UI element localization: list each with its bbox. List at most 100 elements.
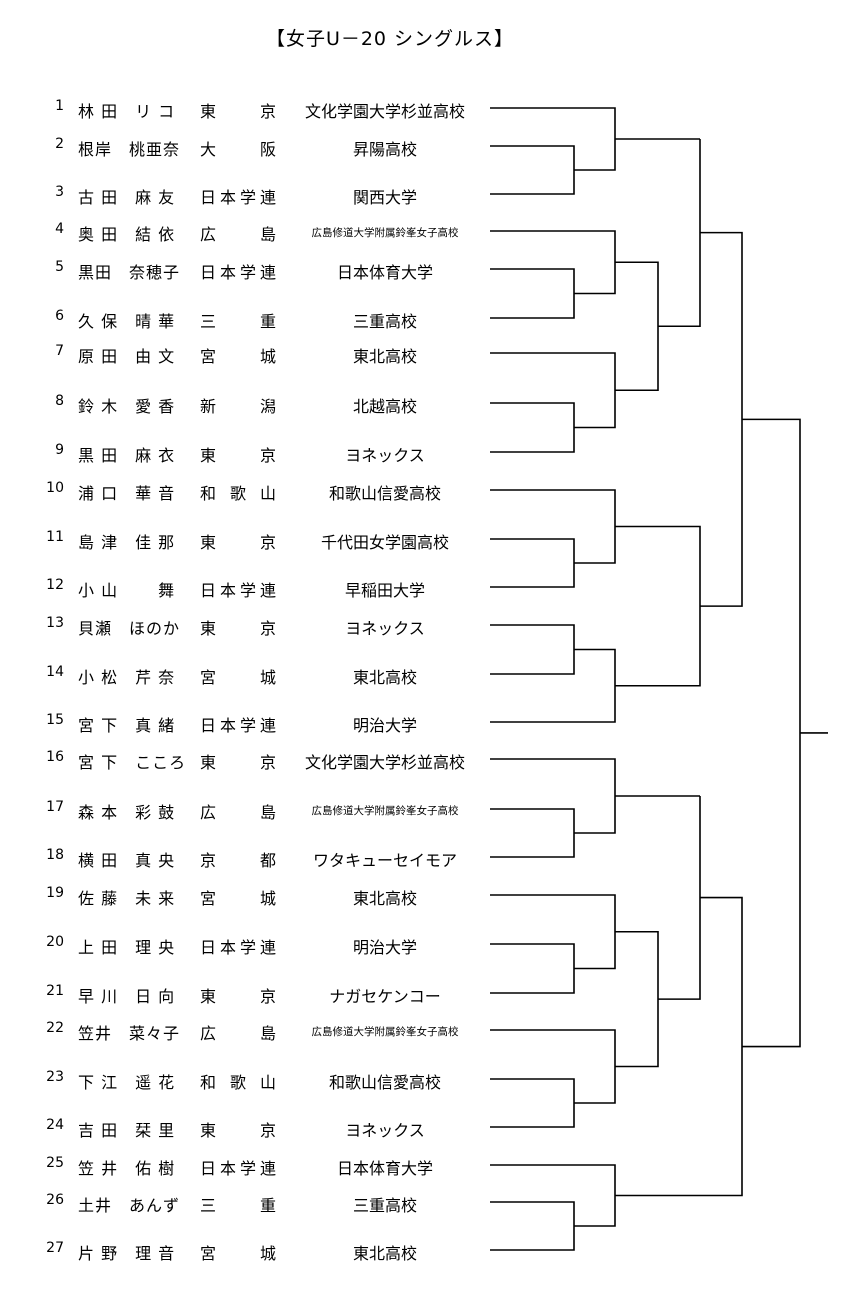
player-prefecture: 東京: [200, 987, 276, 1006]
bracket-connector: [615, 525, 701, 687]
seed-number: 25: [46, 1155, 64, 1171]
player-affiliation: 三重高校: [352, 312, 417, 331]
player-name: 久 保 晴 華: [78, 312, 176, 331]
player-prefecture: 日本学連: [200, 581, 276, 600]
player-prefecture: 和歌山: [200, 484, 276, 503]
page-title: 【女子U－20 シングルス】: [265, 28, 515, 50]
seed-number: 12: [46, 577, 64, 593]
bracket-connector: [742, 418, 801, 1048]
list-item: 6 久 保 晴 華 三重 三重高校: [0, 306, 490, 331]
player-affiliation: 千代田女学園高校: [320, 533, 449, 552]
seed-number: 10: [46, 480, 64, 496]
bracket-connector: [615, 261, 659, 392]
player-prefecture: 和歌山: [200, 1073, 276, 1092]
bracket-connector: [574, 758, 616, 834]
bracket-connector: [490, 1078, 575, 1128]
seed-number: 6: [55, 308, 64, 324]
player-name: 島 津 佳 那: [78, 533, 176, 552]
player-affiliation: 昇陽高校: [352, 140, 417, 159]
seed-number: 26: [46, 1192, 64, 1208]
list-item: 2 根岸 桃亜奈大阪 昇陽高校: [0, 134, 490, 159]
seed-number: 9: [55, 442, 64, 458]
player-name: 黒田 奈穂子: [78, 263, 181, 282]
player-name: 鈴 木 愛 香: [78, 397, 176, 416]
bracket-connector: [658, 139, 701, 328]
player-name: 黒 田 麻 衣: [78, 446, 176, 465]
player-name: 片 野 理 音: [78, 1244, 176, 1263]
bracket-connector: [490, 538, 575, 588]
player-prefecture: 三重: [200, 1196, 276, 1215]
player-affiliation: 文化学園大学杉並高校: [304, 753, 465, 772]
player-name: 下 江 遥 花: [78, 1073, 176, 1092]
seed-number: 18: [46, 847, 64, 863]
bracket-connector: [574, 489, 616, 564]
player-prefecture: 東京: [200, 753, 276, 772]
list-item: 16 宮 下 こころ東京 文化学園大学杉並高校: [0, 747, 490, 772]
seed-number: 7: [55, 343, 64, 359]
player-name: 森 本 彩 鼓: [78, 803, 176, 822]
bracket-connector: [490, 624, 575, 675]
bracket-connector: [658, 796, 701, 1000]
player-affiliation: ヨネックス: [345, 1121, 425, 1140]
seed-number: 19: [46, 885, 64, 901]
player-name: 貝瀬 ほのか: [78, 619, 181, 638]
seed-number: 22: [46, 1020, 64, 1036]
player-affiliation: 東北高校: [352, 1244, 417, 1263]
player-affiliation: 東北高校: [352, 668, 417, 687]
bracket-connector: [700, 231, 743, 607]
player-affiliation: 日本体育大学: [336, 263, 433, 282]
player-prefecture: 東京: [200, 102, 276, 121]
seed-number: 2: [55, 136, 64, 152]
player-name: 根岸 桃亜奈: [78, 140, 181, 159]
bracket-connector: [574, 230, 616, 295]
player-name: 林 田 リ コ: [78, 102, 176, 121]
player-prefecture: 日本学連: [200, 1159, 276, 1178]
seed-number: 13: [46, 615, 64, 631]
bracket-connector: [574, 1029, 616, 1104]
player-prefecture: 東京: [200, 1121, 276, 1140]
player-prefecture: 大阪: [200, 140, 276, 159]
player-affiliation: 早稲田大学: [344, 581, 425, 600]
player-prefecture: 京都: [200, 851, 276, 870]
bracket-connector: [490, 808, 575, 858]
seed-number: 17: [46, 799, 64, 815]
player-affiliation: 日本体育大学: [336, 1159, 433, 1178]
bracket-connector: [490, 943, 575, 994]
player-affiliation: 関西大学: [352, 188, 417, 207]
player-prefecture: 日本学連: [200, 716, 276, 735]
seed-number: 1: [55, 98, 64, 114]
player-prefecture: 三重: [200, 312, 276, 331]
seed-number: 16: [46, 749, 64, 765]
player-name: 古 田 麻 友: [78, 188, 176, 207]
player-affiliation: 明治大学: [352, 938, 417, 957]
player-affiliation: 文化学園大学杉並高校: [304, 102, 465, 121]
seed-number: 4: [55, 221, 64, 237]
seed-number: 11: [46, 529, 64, 545]
bracket-connector: [574, 107, 616, 171]
seed-number: 21: [46, 983, 64, 999]
player-name: 土井 あんず: [78, 1196, 181, 1215]
list-item: 1 林 田 リ コ 東京 文化学園大学杉並高校: [0, 96, 490, 121]
seed-number: 27: [46, 1240, 64, 1256]
player-name: 宮 下 こころ: [78, 753, 187, 772]
player-affiliation: 東北高校: [352, 347, 417, 366]
player-name: 原 田 由 文: [78, 347, 176, 366]
bracket-connector: [574, 352, 616, 429]
player-name: 浦 口 華 音: [78, 484, 176, 503]
player-affiliation: 広島修道大学附属鈴峯女子高校: [311, 1026, 459, 1038]
bracket-connector: [574, 894, 616, 970]
player-affiliation: ナガセケンコー: [329, 987, 441, 1006]
player-affiliation: ヨネックス: [345, 619, 425, 638]
